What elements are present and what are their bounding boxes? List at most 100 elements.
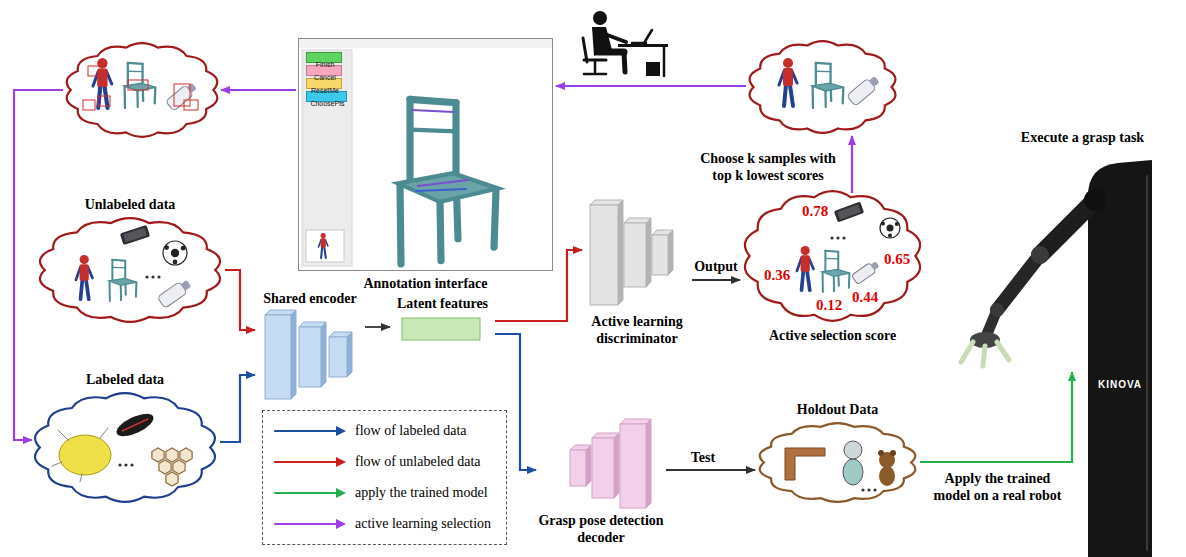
data-cloud: Holdout Data	[755, 400, 920, 505]
legend-line-stroke	[275, 492, 337, 494]
shelf-model	[785, 448, 825, 480]
chair-leg	[833, 276, 835, 291]
figure-leg	[802, 271, 804, 290]
ball-patch	[181, 246, 186, 251]
grasp-annotation-box	[88, 66, 102, 76]
legend-line-stroke	[275, 523, 337, 525]
grasp-annotation-box	[174, 84, 190, 106]
ball-body	[163, 241, 187, 265]
data-cloud: Labeled data	[30, 370, 220, 505]
chair-post	[111, 260, 113, 280]
bottle-model	[166, 81, 199, 111]
block-front	[620, 424, 646, 508]
bottle-cap	[181, 280, 191, 291]
robot-link	[1040, 200, 1095, 255]
block-side	[646, 419, 651, 508]
flow-arrow	[692, 279, 740, 281]
ellipsis-dot	[145, 275, 148, 278]
robot-joint	[990, 303, 1004, 317]
chair-seat	[109, 278, 137, 285]
flow-arrow	[666, 469, 755, 471]
robot-link	[997, 255, 1040, 310]
window-titlebar	[299, 39, 552, 48]
score-value: 0.78	[802, 203, 828, 220]
teddy-body	[879, 466, 895, 486]
figure-leg	[104, 86, 107, 108]
block-front	[652, 235, 668, 275]
ellipsis-dot	[118, 463, 121, 466]
chair-model	[109, 260, 137, 301]
desk-top	[618, 44, 668, 47]
bottle-model	[847, 74, 882, 106]
ellipsis-dot	[842, 236, 845, 239]
block-front	[624, 223, 646, 287]
node-label: Annotation interface	[363, 275, 487, 292]
bottle-cap	[869, 76, 879, 87]
block-front	[265, 315, 291, 399]
tool-panel	[302, 50, 352, 266]
ball-patch	[881, 222, 885, 226]
chair-leg	[400, 185, 401, 264]
legend-line-stroke	[275, 430, 337, 432]
edge-label: Test	[689, 449, 717, 466]
legend-arrowhead	[336, 519, 346, 529]
legend-arrowhead	[336, 488, 346, 498]
spiderman-toy	[797, 246, 814, 290]
bottle-cap	[871, 261, 879, 270]
block-front	[590, 205, 618, 305]
score-value: 0.12	[816, 297, 842, 314]
chair-leg	[824, 91, 827, 107]
spiderman-toy	[93, 58, 112, 108]
chair-seat	[822, 269, 850, 276]
laptop-screen	[644, 30, 652, 43]
honeycomb-cell	[180, 448, 192, 462]
legend-line-stroke	[275, 461, 337, 463]
figure-head	[321, 233, 326, 238]
chair-leg	[120, 285, 122, 300]
node-shape	[35, 195, 225, 325]
chair-leg	[822, 272, 824, 292]
phone-model	[834, 202, 864, 223]
robot-joint	[1084, 189, 1106, 211]
cloud-outline	[40, 218, 220, 322]
figure-torso	[801, 255, 810, 272]
button-label: Cancel	[314, 73, 336, 83]
note-text: Choose k samples with top k lowest score…	[690, 150, 846, 184]
figure-leg	[321, 247, 322, 258]
shoe-body	[113, 409, 156, 440]
block-side	[646, 218, 651, 287]
node-label: Shared encoder	[263, 290, 356, 307]
ball-patch	[171, 249, 179, 257]
legend-line	[273, 421, 349, 441]
grasp-annotation-box	[83, 100, 95, 110]
chair-model	[398, 99, 498, 264]
grasp-wire	[52, 462, 62, 466]
block-front	[592, 438, 614, 498]
bottle-model	[157, 278, 193, 309]
node-label: Unlabeled data	[85, 196, 176, 213]
block-side	[347, 332, 352, 377]
spiderman-toy	[76, 255, 93, 299]
block-front	[570, 450, 586, 486]
person-shin	[624, 52, 625, 72]
edge-label: Output	[692, 258, 740, 275]
honeycomb-cell	[166, 472, 178, 486]
node-shape	[298, 38, 553, 294]
block-side	[668, 230, 673, 275]
phone-body	[834, 202, 864, 223]
ball-patch	[173, 260, 178, 265]
ellipsis-dot	[157, 275, 160, 278]
legend-label: flow of labeled data	[355, 421, 467, 441]
block-front	[329, 337, 347, 377]
ellipsis-dot	[830, 236, 833, 239]
chair-leg	[136, 91, 139, 107]
desk-leg	[663, 47, 666, 76]
node-shape	[30, 370, 220, 505]
feature-vector	[402, 318, 480, 340]
chair-stem	[594, 60, 597, 72]
node-label: Active selection score	[769, 327, 896, 344]
block-side	[614, 433, 619, 498]
button-label: ChoosePts	[310, 99, 344, 109]
chair-leg	[440, 202, 441, 261]
ellipsis-dot	[873, 488, 876, 491]
